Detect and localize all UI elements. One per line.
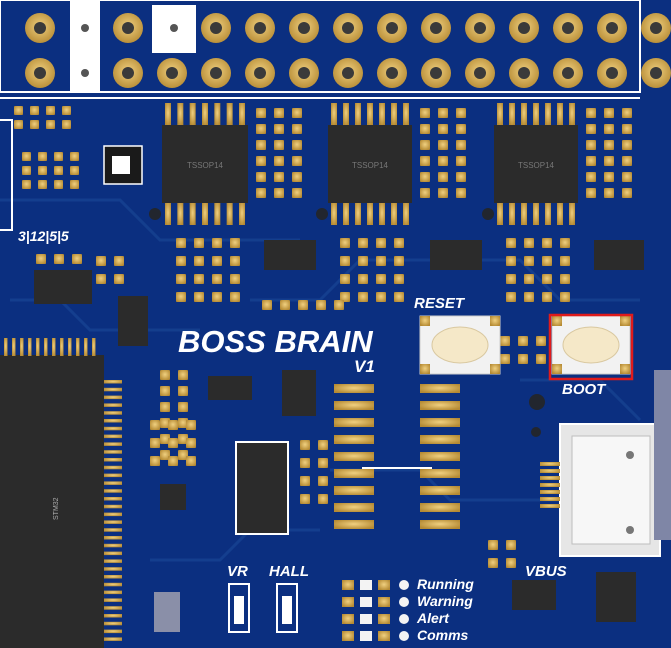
- ic-tssop-2: TSSOP14: [328, 125, 412, 203]
- hall-label: HALL: [269, 563, 309, 580]
- vbus-label: VBUS: [525, 563, 567, 580]
- boot-button[interactable]: BOOT: [548, 313, 634, 398]
- led-warning-label: Warning: [417, 593, 473, 609]
- vr-label: VR: [227, 563, 248, 580]
- board-version: V1: [354, 357, 375, 376]
- usb-connector[interactable]: [540, 423, 661, 557]
- mcu-chip: STM32: [0, 338, 122, 648]
- small-ics: [34, 240, 644, 632]
- ic-tssop-1: TSSOP14: [162, 125, 248, 203]
- reset-button[interactable]: RESET: [414, 295, 501, 375]
- led-comms-label: Comms: [417, 627, 469, 643]
- ic-tssop-3: TSSOP14: [494, 125, 578, 203]
- rails-label: 3|12|5|5: [18, 228, 69, 244]
- sensor-chip: [103, 145, 143, 185]
- boot-label: BOOT: [562, 381, 607, 398]
- led-alert-label: Alert: [416, 610, 450, 626]
- led-labels: Running Warning Alert Comms: [416, 576, 474, 643]
- status-leds: [342, 580, 409, 641]
- reset-label: RESET: [414, 295, 466, 312]
- led-running-label: Running: [417, 576, 474, 592]
- board-title: BOSS BRAIN: [178, 324, 373, 359]
- ic1-marking: TSSOP14: [187, 161, 224, 170]
- boot-highlight: [548, 313, 634, 381]
- pin-header: [0, 0, 671, 93]
- hall-jumper[interactable]: [276, 583, 298, 633]
- svg-text:STM32: STM32: [53, 497, 60, 520]
- ic3-marking: TSSOP14: [518, 161, 555, 170]
- vr-jumper[interactable]: [228, 583, 250, 633]
- ic2-marking: TSSOP14: [352, 161, 389, 170]
